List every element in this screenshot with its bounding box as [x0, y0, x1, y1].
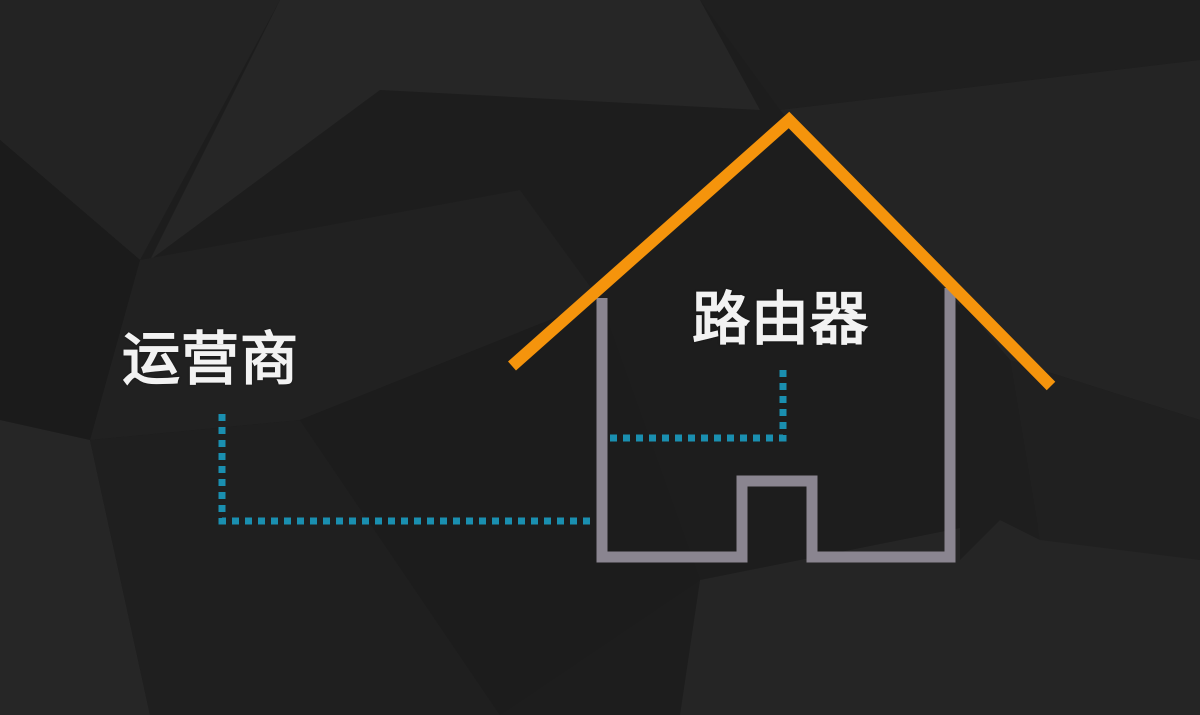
- router-cable: [610, 364, 787, 442]
- house-walls: [596, 288, 956, 563]
- isp-cable: [218, 414, 596, 525]
- isp-label: 运营商: [122, 325, 300, 393]
- house-roof: [508, 111, 1056, 391]
- router-label: 路由器: [692, 285, 870, 353]
